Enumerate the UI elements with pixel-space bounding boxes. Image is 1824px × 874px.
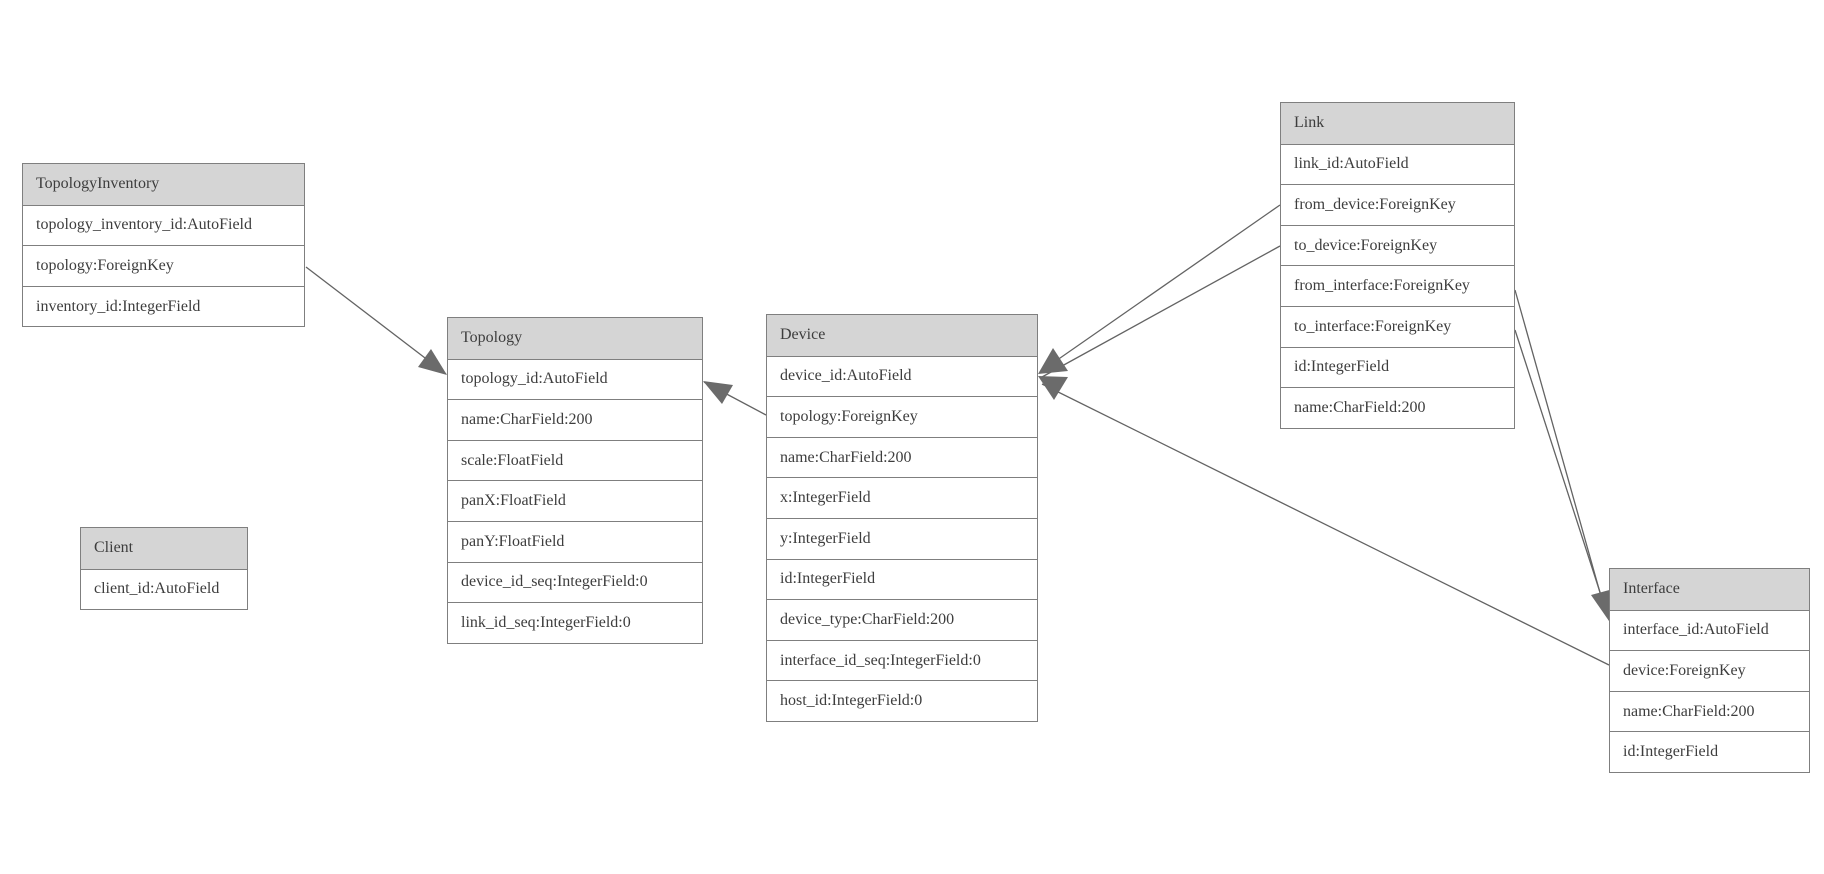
relationship-line-link-fromdevice-device xyxy=(1039,204,1281,373)
entity-topology-inventory: TopologyInventory topology_inventory_id:… xyxy=(22,163,305,328)
field-row: topology_inventory_id:AutoField xyxy=(23,204,304,246)
field-row: link_id:AutoField xyxy=(1281,143,1514,185)
field-row: device:ForeignKey xyxy=(1610,650,1809,691)
field-row: inventory_id:IntegerField xyxy=(23,285,304,327)
relationship-line-topologyinventory-topology xyxy=(305,266,447,375)
entity-title: Device xyxy=(767,315,1037,356)
field-row: name:CharField:200 xyxy=(767,436,1037,478)
field-row: device_id_seq:IntegerField:0 xyxy=(448,561,702,603)
relationship-line-link-frominterface-interface xyxy=(1514,289,1607,615)
field-row: host_id:IntegerField:0 xyxy=(767,680,1037,721)
field-row: id:IntegerField xyxy=(767,558,1037,600)
field-row: from_interface:ForeignKey xyxy=(1281,265,1514,306)
arrowhead-device-topology xyxy=(703,381,733,404)
relationship-line-device-topology xyxy=(703,381,767,416)
entity-title: Client xyxy=(81,528,247,569)
entity-title: Link xyxy=(1281,103,1514,144)
field-row: id:IntegerField xyxy=(1281,346,1514,388)
field-row: id:IntegerField xyxy=(1610,731,1809,772)
field-row: link_id_seq:IntegerField:0 xyxy=(448,602,702,643)
field-row: interface_id:AutoField xyxy=(1610,609,1809,651)
field-row: topology:ForeignKey xyxy=(767,396,1037,437)
field-row: x:IntegerField xyxy=(767,477,1037,518)
entity-link: Link link_id:AutoField from_device:Forei… xyxy=(1280,102,1515,429)
relationship-line-link-todevice-device xyxy=(1041,245,1281,378)
field-row: from_device:ForeignKey xyxy=(1281,184,1514,225)
field-row: device_id:AutoField xyxy=(767,355,1037,397)
entity-topology: Topology topology_id:AutoField name:Char… xyxy=(447,317,703,644)
field-row: name:CharField:200 xyxy=(448,399,702,440)
field-row: scale:FloatField xyxy=(448,439,702,481)
field-row: device_type:CharField:200 xyxy=(767,599,1037,640)
field-row: client_id:AutoField xyxy=(81,568,247,610)
entity-title: Interface xyxy=(1610,569,1809,610)
entity-title: TopologyInventory xyxy=(23,164,304,205)
field-row: name:CharField:200 xyxy=(1281,387,1514,428)
field-row: to_interface:ForeignKey xyxy=(1281,305,1514,347)
entity-client: Client client_id:AutoField xyxy=(80,527,248,611)
field-row: panX:FloatField xyxy=(448,480,702,521)
arrowhead-topologyinventory-topology xyxy=(418,349,447,375)
field-row: y:IntegerField xyxy=(767,517,1037,559)
field-row: topology_id:AutoField xyxy=(448,358,702,400)
entity-device: Device device_id:AutoField topology:Fore… xyxy=(766,314,1038,722)
field-row: interface_id_seq:IntegerField:0 xyxy=(767,639,1037,681)
relationship-line-link-tointerface-interface xyxy=(1514,329,1610,621)
arrowhead-link-device-upper xyxy=(1038,348,1068,374)
field-row: name:CharField:200 xyxy=(1610,690,1809,732)
field-row: panY:FloatField xyxy=(448,520,702,562)
field-row: topology:ForeignKey xyxy=(23,245,304,286)
field-row: to_device:ForeignKey xyxy=(1281,224,1514,266)
arrowhead-interface-device-lower xyxy=(1038,376,1068,400)
entity-interface: Interface interface_id:AutoField device:… xyxy=(1609,568,1810,773)
entity-title: Topology xyxy=(448,318,702,359)
